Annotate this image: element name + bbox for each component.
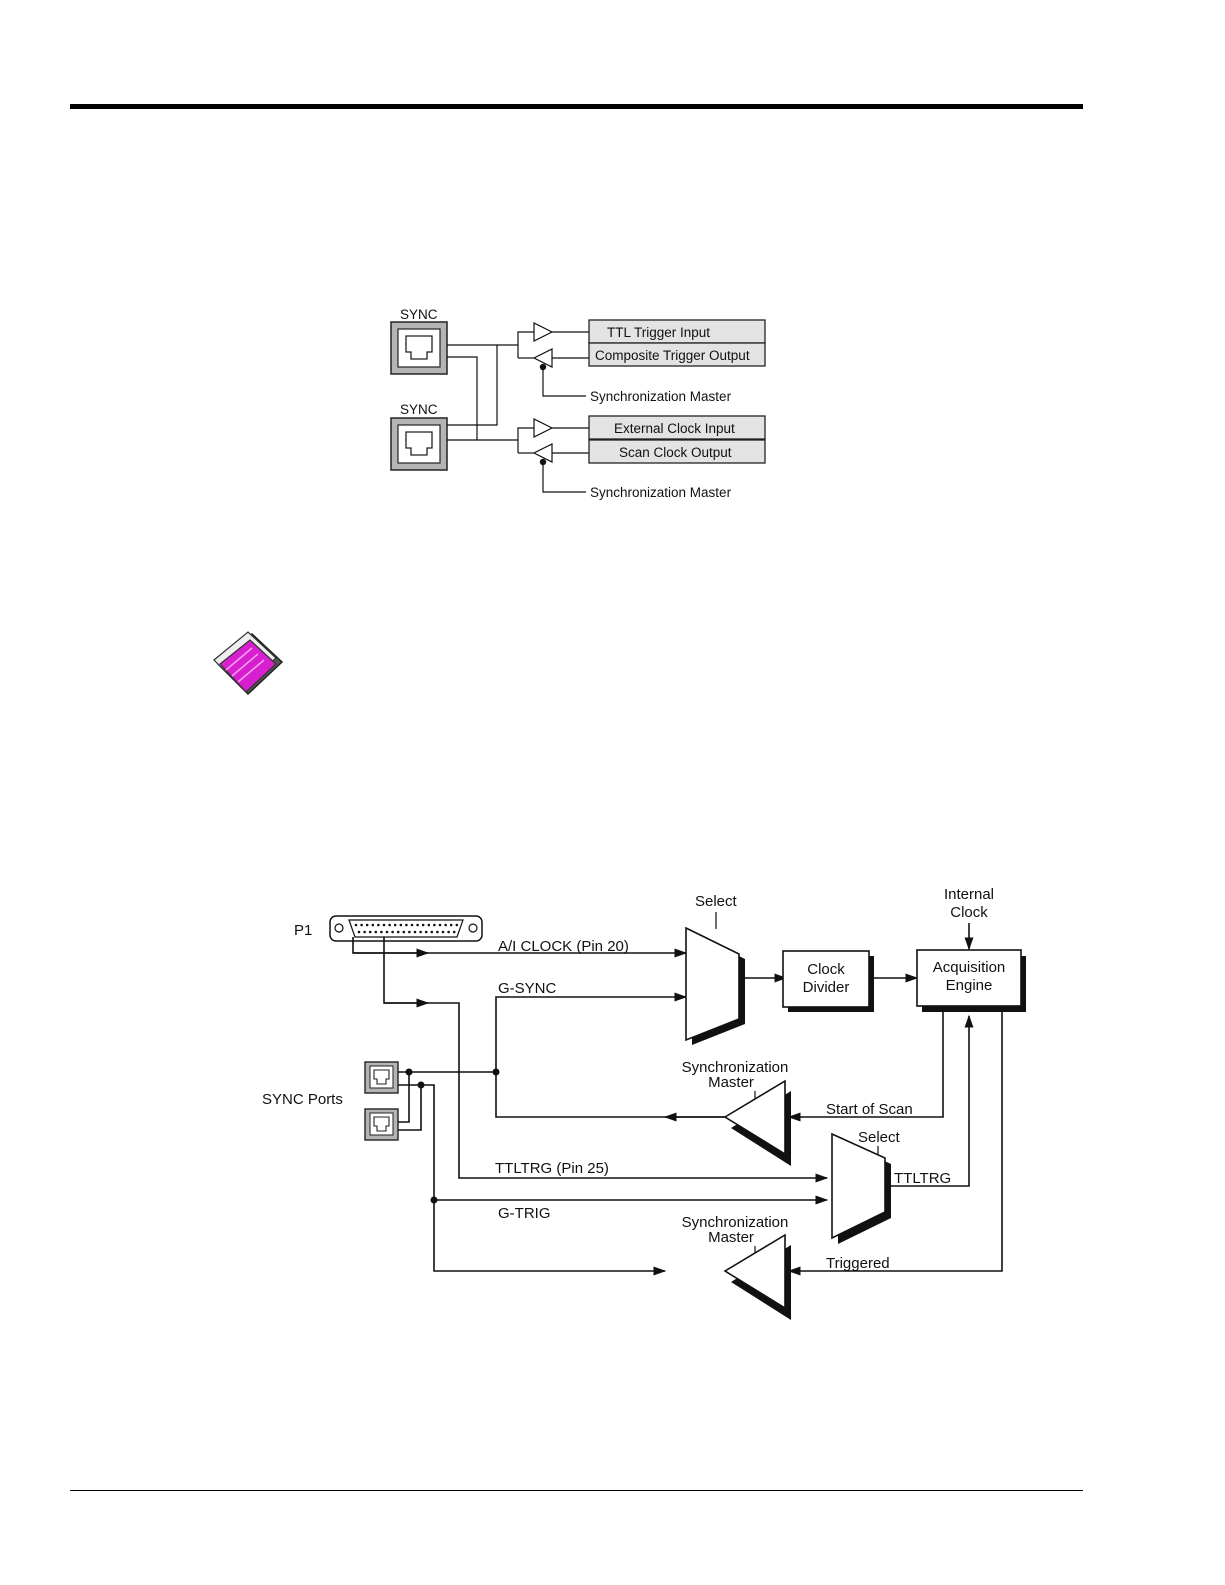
acq-engine-label-2: Engine xyxy=(946,977,993,994)
ai-clock-label: A/I CLOCK (Pin 20) xyxy=(498,938,629,955)
clock-buffer-pair xyxy=(517,418,589,493)
trigger-buffer-pair xyxy=(517,322,589,397)
sync-master-a-label-2: Master xyxy=(708,1074,754,1091)
clock-divider-label-2: Divider xyxy=(803,979,850,996)
g-trig-label: G-TRIG xyxy=(498,1205,551,1222)
external-clock-input-box: External Clock Input xyxy=(588,415,766,440)
ttl-trigger-input-label: TTL Trigger Input xyxy=(607,325,710,340)
sync-master-b-label-1: Synchronization xyxy=(682,1214,789,1231)
composite-trigger-output-box: Composite Trigger Output xyxy=(588,342,766,367)
sync-label-top: SYNC xyxy=(400,307,438,322)
sync-master-label-1: Synchronization Master xyxy=(590,389,732,404)
internal-clock-label-1: Internal xyxy=(944,886,994,903)
scan-clock-output-label: Scan Clock Output xyxy=(619,445,732,460)
external-clock-input-label: External Clock Input xyxy=(614,421,735,436)
clock-divider-label-1: Clock xyxy=(807,961,845,978)
sync-master-b-label-2: Master xyxy=(708,1229,754,1246)
book-reference-icon xyxy=(213,631,284,696)
composite-trigger-output-label: Composite Trigger Output xyxy=(595,348,750,363)
p1-connector-icon xyxy=(329,915,483,942)
ttltrg-pin25-label: TTLTRG (Pin 25) xyxy=(495,1160,609,1177)
g-sync-label: G-SYNC xyxy=(498,980,557,997)
acq-engine-label-1: Acquisition xyxy=(933,959,1006,976)
sync-port-bottom-icon xyxy=(364,1108,399,1141)
fig1-wiring xyxy=(447,344,518,441)
scan-clock-output-box: Scan Clock Output xyxy=(588,439,766,464)
top-rule xyxy=(70,104,1083,109)
ttltrg-label: TTLTRG xyxy=(894,1170,951,1187)
internal-clock-label-2: Clock xyxy=(950,904,988,921)
triggered-label: Triggered xyxy=(826,1255,890,1272)
start-of-scan-label: Start of Scan xyxy=(826,1101,913,1118)
sync-jack-top-icon xyxy=(390,321,448,375)
sync-connector-diagram: SYNC SYNC xyxy=(390,307,766,500)
acquisition-engine-block: Acquisition Engine xyxy=(916,949,1026,1012)
sync-ports-label: SYNC Ports xyxy=(262,1091,343,1108)
select-top-label: Select xyxy=(695,893,738,910)
sync-master-a-label-1: Synchronization xyxy=(682,1059,789,1076)
sync-jack-bottom-icon xyxy=(390,417,448,471)
sync-label-bottom: SYNC xyxy=(400,402,438,417)
sync-master-label-2: Synchronization Master xyxy=(590,485,732,500)
sync-port-top-icon xyxy=(364,1061,399,1094)
clock-trigger-block-diagram: P1 A/I CLOCK (Pin 20) G-SYNC Select Cloc… xyxy=(262,886,1026,1320)
select-mid-label: Select xyxy=(858,1129,901,1146)
p1-label: P1 xyxy=(294,922,312,939)
bottom-rule xyxy=(70,1490,1083,1491)
clock-divider-block: Clock Divider xyxy=(782,950,874,1012)
ttl-trigger-input-box: TTL Trigger Input xyxy=(588,319,766,344)
